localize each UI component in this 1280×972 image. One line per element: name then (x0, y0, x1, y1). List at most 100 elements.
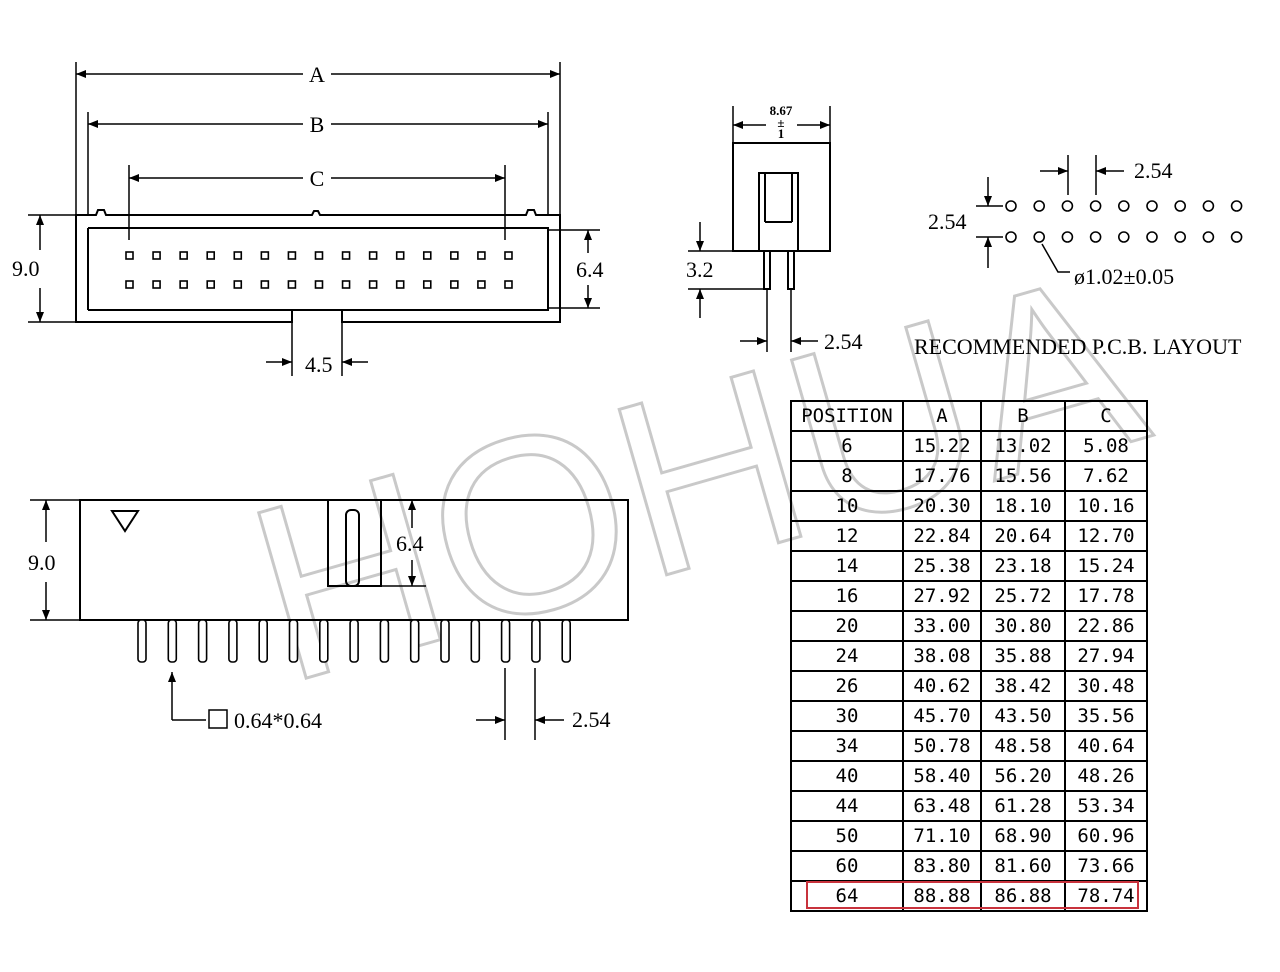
pin-square (395, 251, 405, 260)
header-position: POSITION (790, 400, 904, 432)
pin-square (368, 251, 378, 260)
pin-square (287, 280, 297, 289)
pcb-hole (1202, 200, 1215, 212)
b-cell: 15.56 (980, 460, 1066, 492)
position-cell: 44 (790, 790, 904, 822)
b-cell: 81.60 (980, 850, 1066, 882)
a-cell: 20.30 (902, 490, 982, 522)
c-cell: 5.08 (1064, 430, 1148, 462)
a-cell: 63.48 (902, 790, 982, 822)
position-cell: 34 (790, 730, 904, 762)
header-pin (349, 619, 359, 663)
a-cell: 88.88 (902, 880, 982, 912)
header-pin (137, 619, 147, 663)
a-cell: 17.76 (902, 460, 982, 492)
c-cell: 7.62 (1064, 460, 1148, 492)
c-cell: 30.48 (1064, 670, 1148, 702)
header-pin (318, 619, 329, 663)
pcb-hole (1089, 231, 1102, 243)
pin-square (152, 251, 161, 260)
c-cell: 53.34 (1064, 790, 1148, 822)
position-cell: 12 (790, 520, 904, 552)
side-pin-length-label: 3.2 (686, 257, 714, 282)
b-cell: 43.50 (980, 700, 1066, 732)
key-width-label: 4.5 (305, 352, 333, 377)
pcb-hole (1230, 231, 1243, 243)
pin-square (450, 280, 459, 289)
header-pin (500, 619, 511, 663)
a-cell: 15.22 (902, 430, 982, 462)
table-header-row: POSITION A B C (790, 400, 1148, 432)
pin-square (504, 251, 513, 260)
c-cell: 73.66 (1064, 850, 1148, 882)
side-view (688, 106, 831, 352)
c-cell: 10.16 (1064, 490, 1148, 522)
header-pin (440, 619, 450, 663)
position-cell: 60 (790, 850, 904, 882)
header-pin (197, 619, 208, 663)
pin-square (287, 251, 297, 260)
pcb-layout (976, 155, 1124, 273)
pcb-hole (1146, 200, 1158, 212)
pin-square (206, 251, 216, 260)
pcb-hole (1202, 231, 1215, 243)
b-cell: 35.88 (980, 640, 1066, 672)
header-pin (531, 619, 541, 663)
pin-square (504, 280, 513, 289)
a-cell: 25.38 (902, 550, 982, 582)
header-c: C (1064, 400, 1148, 432)
b-cell: 68.90 (980, 820, 1066, 852)
pcb-hole (1005, 200, 1017, 212)
b-cell: 20.64 (980, 520, 1066, 552)
c-cell: 40.64 (1064, 730, 1148, 762)
pin-square (422, 280, 432, 289)
pin-square (233, 280, 243, 289)
side-width-label: 8.67 (770, 103, 793, 118)
position-cell: 24 (790, 640, 904, 672)
pin-square (152, 280, 161, 289)
position-cell: 20 (790, 610, 904, 642)
pcb-hole (1174, 200, 1186, 212)
pcb-hole (1005, 231, 1017, 243)
a-cell: 83.80 (902, 850, 982, 882)
front-view (30, 499, 629, 740)
b-cell: 18.10 (980, 490, 1066, 522)
position-cell: 8 (790, 460, 904, 492)
front-view-pins (137, 619, 572, 663)
top-view (28, 62, 600, 376)
header-pin (470, 619, 481, 663)
c-cell: 48.26 (1064, 760, 1148, 792)
header-b: B (980, 400, 1066, 432)
header-pin (561, 619, 572, 663)
pcb-hole (1118, 231, 1130, 243)
a-cell: 45.70 (902, 700, 982, 732)
pcb-hole-grid (1005, 200, 1243, 243)
front-pitch-label: 2.54 (572, 707, 611, 732)
c-cell: 12.70 (1064, 520, 1148, 552)
a-cell: 38.08 (902, 640, 982, 672)
header-pin (379, 619, 390, 663)
b-cell: 23.18 (980, 550, 1066, 582)
header-pin (409, 619, 420, 663)
position-cell: 26 (790, 670, 904, 702)
front-height-label: 9.0 (28, 550, 56, 575)
b-cell: 25.72 (980, 580, 1066, 612)
pcb-hole (1033, 231, 1045, 243)
pin-square (260, 280, 270, 289)
pin-square (477, 280, 486, 289)
pcb-layout-title: RECOMMENDED P.C.B. LAYOUT (914, 334, 1242, 359)
pcb-hole (1230, 200, 1243, 212)
pcb-hole-label: ø1.02±0.05 (1074, 264, 1174, 289)
